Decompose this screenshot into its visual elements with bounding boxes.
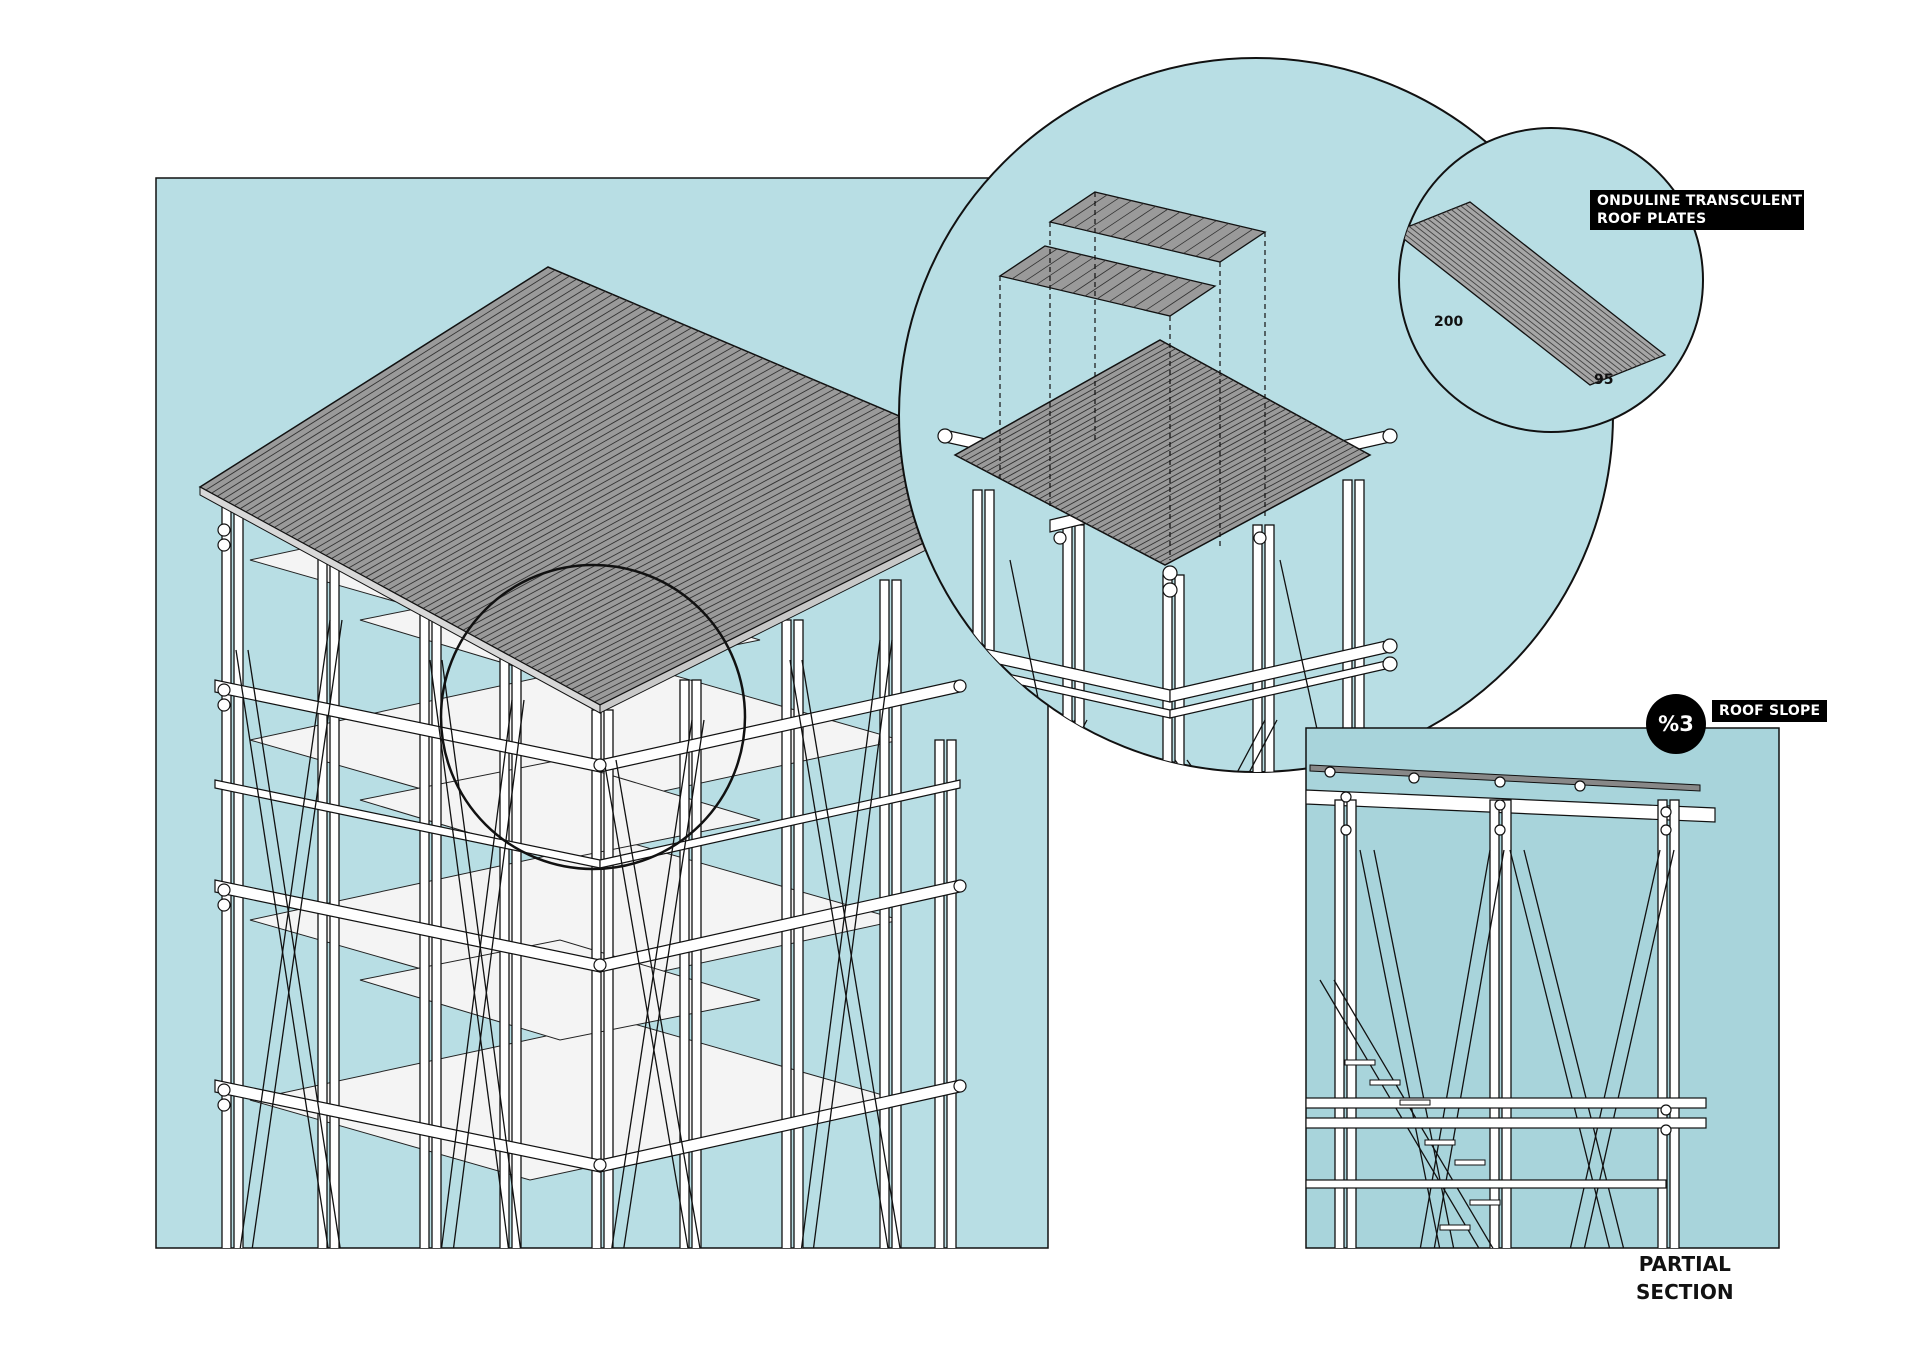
roof-plate-detail-circle	[1398, 127, 1704, 433]
plate-width-dimension: 95	[1594, 372, 1614, 388]
section-title: PARTIAL SECTION	[1636, 1250, 1734, 1306]
roof-plates-label-line1: ONDULINE TRANSCULENT	[1597, 193, 1803, 209]
detail-callout-circle	[439, 563, 747, 871]
horizontal-ledgers	[214, 679, 961, 1173]
roof-slope-label: ROOF SLOPE	[1712, 700, 1828, 722]
partial-section-view	[1305, 727, 1780, 1249]
section-stair-treads	[1344, 1059, 1501, 1231]
section-columns	[1334, 799, 1680, 1248]
roof-plates-label-line2: ROOF PLATES	[1597, 211, 1707, 227]
roof-detail-circle	[898, 57, 1614, 773]
diagonal-braces	[235, 619, 901, 1248]
detail-roof-plate	[953, 339, 1372, 566]
section-title-line1: PARTIAL	[1638, 1252, 1731, 1276]
roof-plates-label: ONDULINE TRANSCULENT ROOF PLATES	[1590, 190, 1804, 230]
coupler-ends	[217, 523, 967, 1172]
section-ledgers	[1306, 1097, 1707, 1189]
section-couplers	[1324, 766, 1672, 1136]
section-roof-sheet	[1309, 764, 1701, 792]
plate-length-dimension: 200	[1434, 314, 1464, 330]
roof-slope-badge: %3	[1646, 694, 1706, 754]
exploded-projection-lines	[999, 192, 1266, 560]
section-title-line2: SECTION	[1636, 1280, 1734, 1304]
